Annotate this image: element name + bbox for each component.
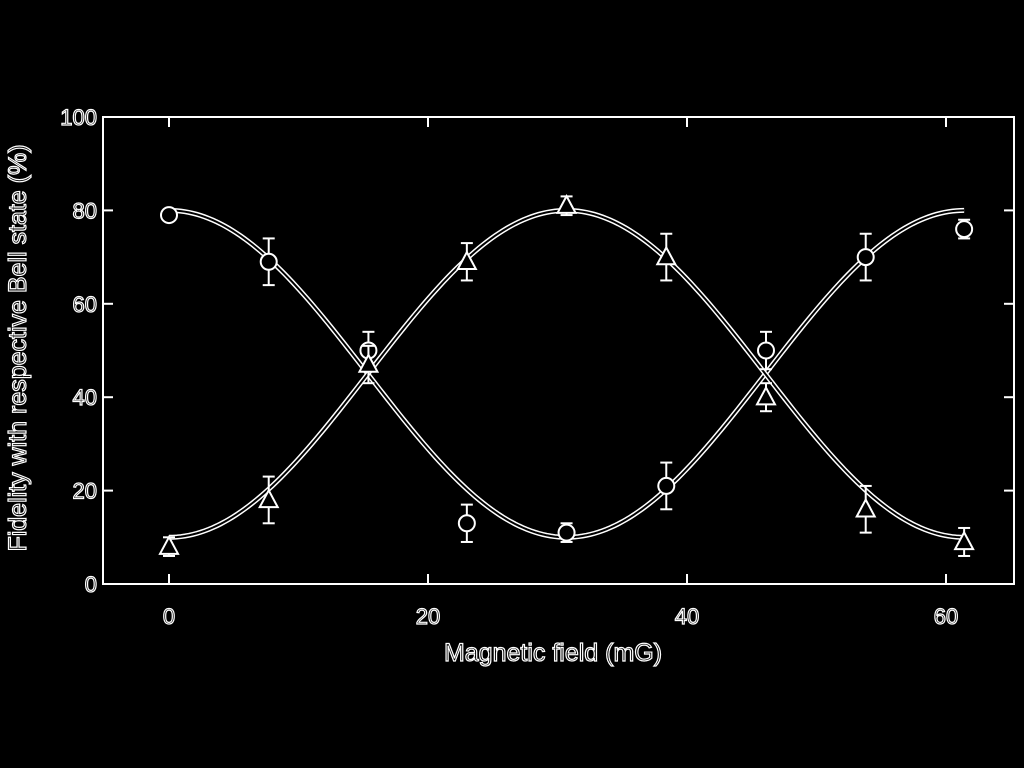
circle-marker <box>657 476 676 495</box>
fit-curve-outline-2 <box>168 207 965 540</box>
plot-frame <box>102 116 1015 585</box>
circle-marker <box>259 252 278 271</box>
data-point-circle <box>457 503 476 543</box>
plot-border <box>102 116 1015 585</box>
axis-ticks: 0 20 40 60 0 20 40 60 80 100 <box>60 104 1014 630</box>
x-tick-label: 20 <box>416 604 440 629</box>
y-tick-label: 0 <box>85 572 97 597</box>
y-tick-label: 100 <box>60 105 97 130</box>
y-tick-label: 20 <box>73 479 97 504</box>
circle-marker <box>457 514 476 533</box>
data-point-circle <box>160 206 178 225</box>
data-point-circle <box>657 461 676 511</box>
data-point-circle <box>756 330 775 371</box>
triangle-marker <box>158 534 180 555</box>
circle-marker <box>856 248 875 267</box>
x-tick-label: 0 <box>163 604 175 629</box>
data-point-triangle <box>357 344 380 385</box>
fit-curve-2 <box>168 209 965 539</box>
data-point-circle <box>557 522 576 543</box>
triangle-marker <box>456 250 478 270</box>
data-point-triangle <box>755 382 777 413</box>
x-tick-label: 60 <box>934 604 958 629</box>
y-tick-label: 40 <box>73 385 97 410</box>
circle-marker <box>160 206 178 225</box>
triangle-marker <box>555 194 578 214</box>
triangle-marker <box>357 352 380 373</box>
fit-curve-outline-1 <box>168 207 965 540</box>
circle-marker <box>557 523 576 542</box>
data-point-triangle <box>655 232 677 282</box>
triangle-marker <box>755 385 777 406</box>
data-point-triangle <box>855 484 877 534</box>
data-point-circle <box>955 218 974 240</box>
circle-marker <box>955 220 974 239</box>
y-axis-title: Fidelity with respective Bell state (%) <box>4 144 32 551</box>
y-tick-label: 60 <box>73 292 97 317</box>
triangle-marker <box>855 497 877 518</box>
y-tick-label: 80 <box>73 198 97 223</box>
data-point-circle <box>259 237 278 287</box>
circle-marker <box>756 341 775 360</box>
x-axis-title: Magnetic field (mG) <box>444 639 662 667</box>
data-point-triangle <box>158 534 180 557</box>
triangle-marker <box>953 530 975 551</box>
triangle-marker <box>655 245 677 266</box>
triangle-marker <box>258 488 280 509</box>
fit-curve-1 <box>168 209 965 539</box>
data-point-triangle <box>456 242 478 282</box>
fit-curves <box>168 207 965 540</box>
data-point-triangle <box>258 475 280 525</box>
data-points <box>158 194 975 557</box>
x-tick-label: 40 <box>675 604 699 629</box>
data-point-triangle <box>953 526 975 557</box>
data-point-triangle <box>555 194 578 217</box>
data-point-circle <box>856 232 875 282</box>
